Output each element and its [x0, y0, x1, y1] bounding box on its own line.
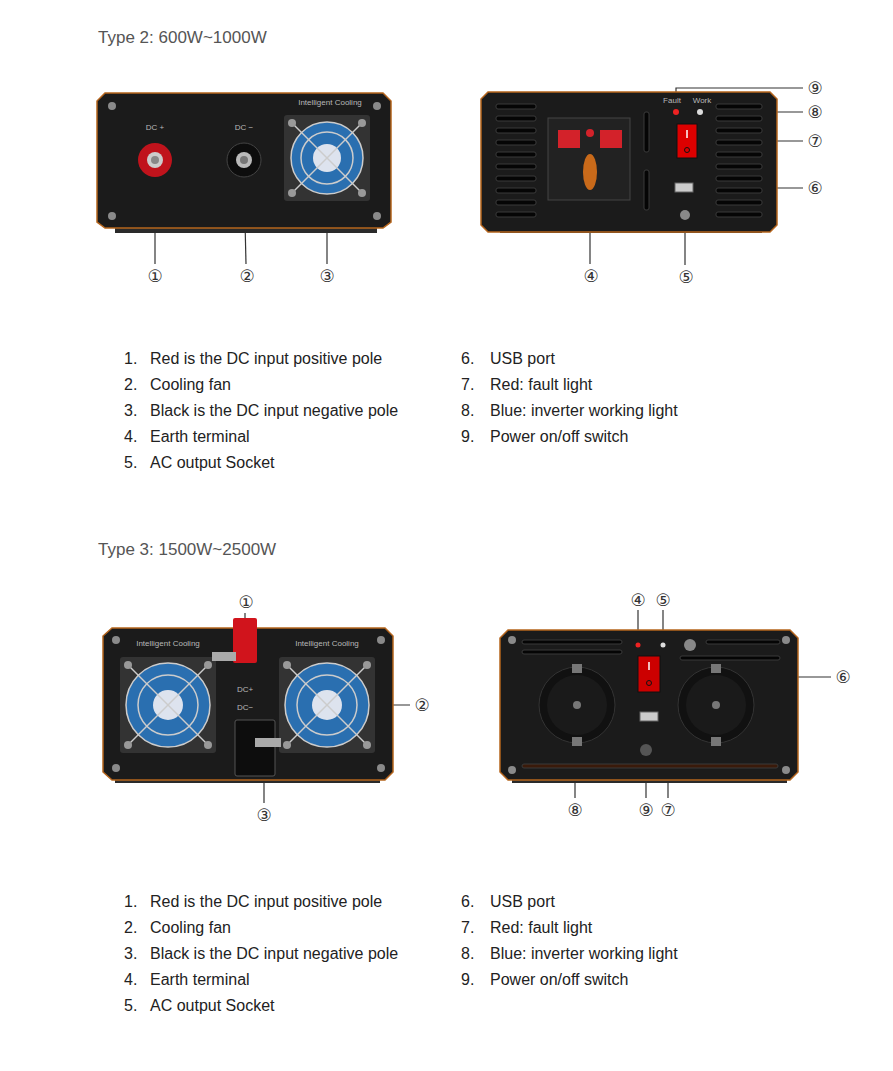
list-text: Blue: inverter working light — [490, 944, 678, 963]
panel-text: Intelligent Cooling — [298, 98, 362, 108]
panel-text: Intelligent Cooling — [295, 639, 359, 649]
list-text: Earth terminal — [150, 970, 250, 989]
list-number: 6. — [461, 349, 474, 368]
list-number: 3. — [124, 401, 137, 420]
list-text: USB port — [490, 349, 555, 368]
type2-back-panel — [481, 92, 777, 233]
list-number: 9. — [461, 427, 474, 446]
panel-text: Work — [693, 96, 712, 106]
list-text: Earth terminal — [150, 427, 250, 446]
list-text: USB port — [490, 892, 555, 911]
panel-text: DC − — [235, 123, 253, 133]
list-number: 9. — [461, 970, 474, 989]
list-number: 5. — [124, 453, 137, 472]
list-text: Red: fault light — [490, 375, 592, 394]
type2-front-panel — [97, 93, 391, 233]
list-text: Power on/off switch — [490, 427, 628, 446]
callout-number: ④ — [630, 592, 645, 609]
list-number: 2. — [124, 375, 137, 394]
callout-number: ⑤ — [655, 592, 670, 609]
panel-text: DC+ — [237, 685, 253, 695]
callout-number: ⑥ — [835, 669, 850, 686]
panel-text: DC− — [237, 703, 253, 713]
list-number: 8. — [461, 401, 474, 420]
list-text: AC output Socket — [150, 996, 275, 1015]
callout-number: ① — [238, 594, 253, 611]
callout-number: ② — [414, 697, 429, 714]
callout-number: ⑤ — [678, 269, 693, 286]
list-number: 5. — [124, 996, 137, 1015]
list-text: Blue: inverter working light — [490, 401, 678, 420]
callout-number: ⑨ — [807, 80, 822, 97]
list-text: Black is the DC input negative pole — [150, 401, 398, 420]
list-text: Black is the DC input negative pole — [150, 944, 398, 963]
callout-number: ① — [147, 268, 162, 285]
list-text: Cooling fan — [150, 918, 231, 937]
list-number: 6. — [461, 892, 474, 911]
list-number: 7. — [461, 918, 474, 937]
section-heading: Type 3: 1500W~2500W — [98, 540, 276, 560]
list-number: 4. — [124, 970, 137, 989]
list-number: 1. — [124, 349, 137, 368]
callout-number: ⑧ — [807, 104, 822, 121]
list-number: 7. — [461, 375, 474, 394]
list-number: 2. — [124, 918, 137, 937]
list-text: Red is the DC input positive pole — [150, 892, 382, 911]
section-heading: Type 2: 600W~1000W — [98, 28, 267, 48]
panel-text: DC + — [146, 123, 164, 133]
callout-number: ⑦ — [807, 133, 822, 150]
callout-number: ② — [239, 268, 254, 285]
callout-number: ③ — [319, 268, 334, 285]
list-text: Red: fault light — [490, 918, 592, 937]
callout-number: ⑥ — [807, 180, 822, 197]
panel-text: Intelligent Cooling — [136, 639, 200, 649]
list-text: Red is the DC input positive pole — [150, 349, 382, 368]
callout-number: ③ — [256, 807, 271, 824]
type3-back-panel — [500, 630, 798, 783]
type3-front-panel — [103, 618, 393, 783]
callout-number: ⑦ — [660, 802, 675, 819]
callout-number: ⑨ — [638, 802, 653, 819]
callout-number: ④ — [583, 268, 598, 285]
list-text: Cooling fan — [150, 375, 231, 394]
list-number: 4. — [124, 427, 137, 446]
list-number: 3. — [124, 944, 137, 963]
callout-number: ⑧ — [567, 802, 582, 819]
list-text: Power on/off switch — [490, 970, 628, 989]
list-text: AC output Socket — [150, 453, 275, 472]
panel-text: Fault — [663, 96, 681, 106]
list-number: 1. — [124, 892, 137, 911]
list-number: 8. — [461, 944, 474, 963]
